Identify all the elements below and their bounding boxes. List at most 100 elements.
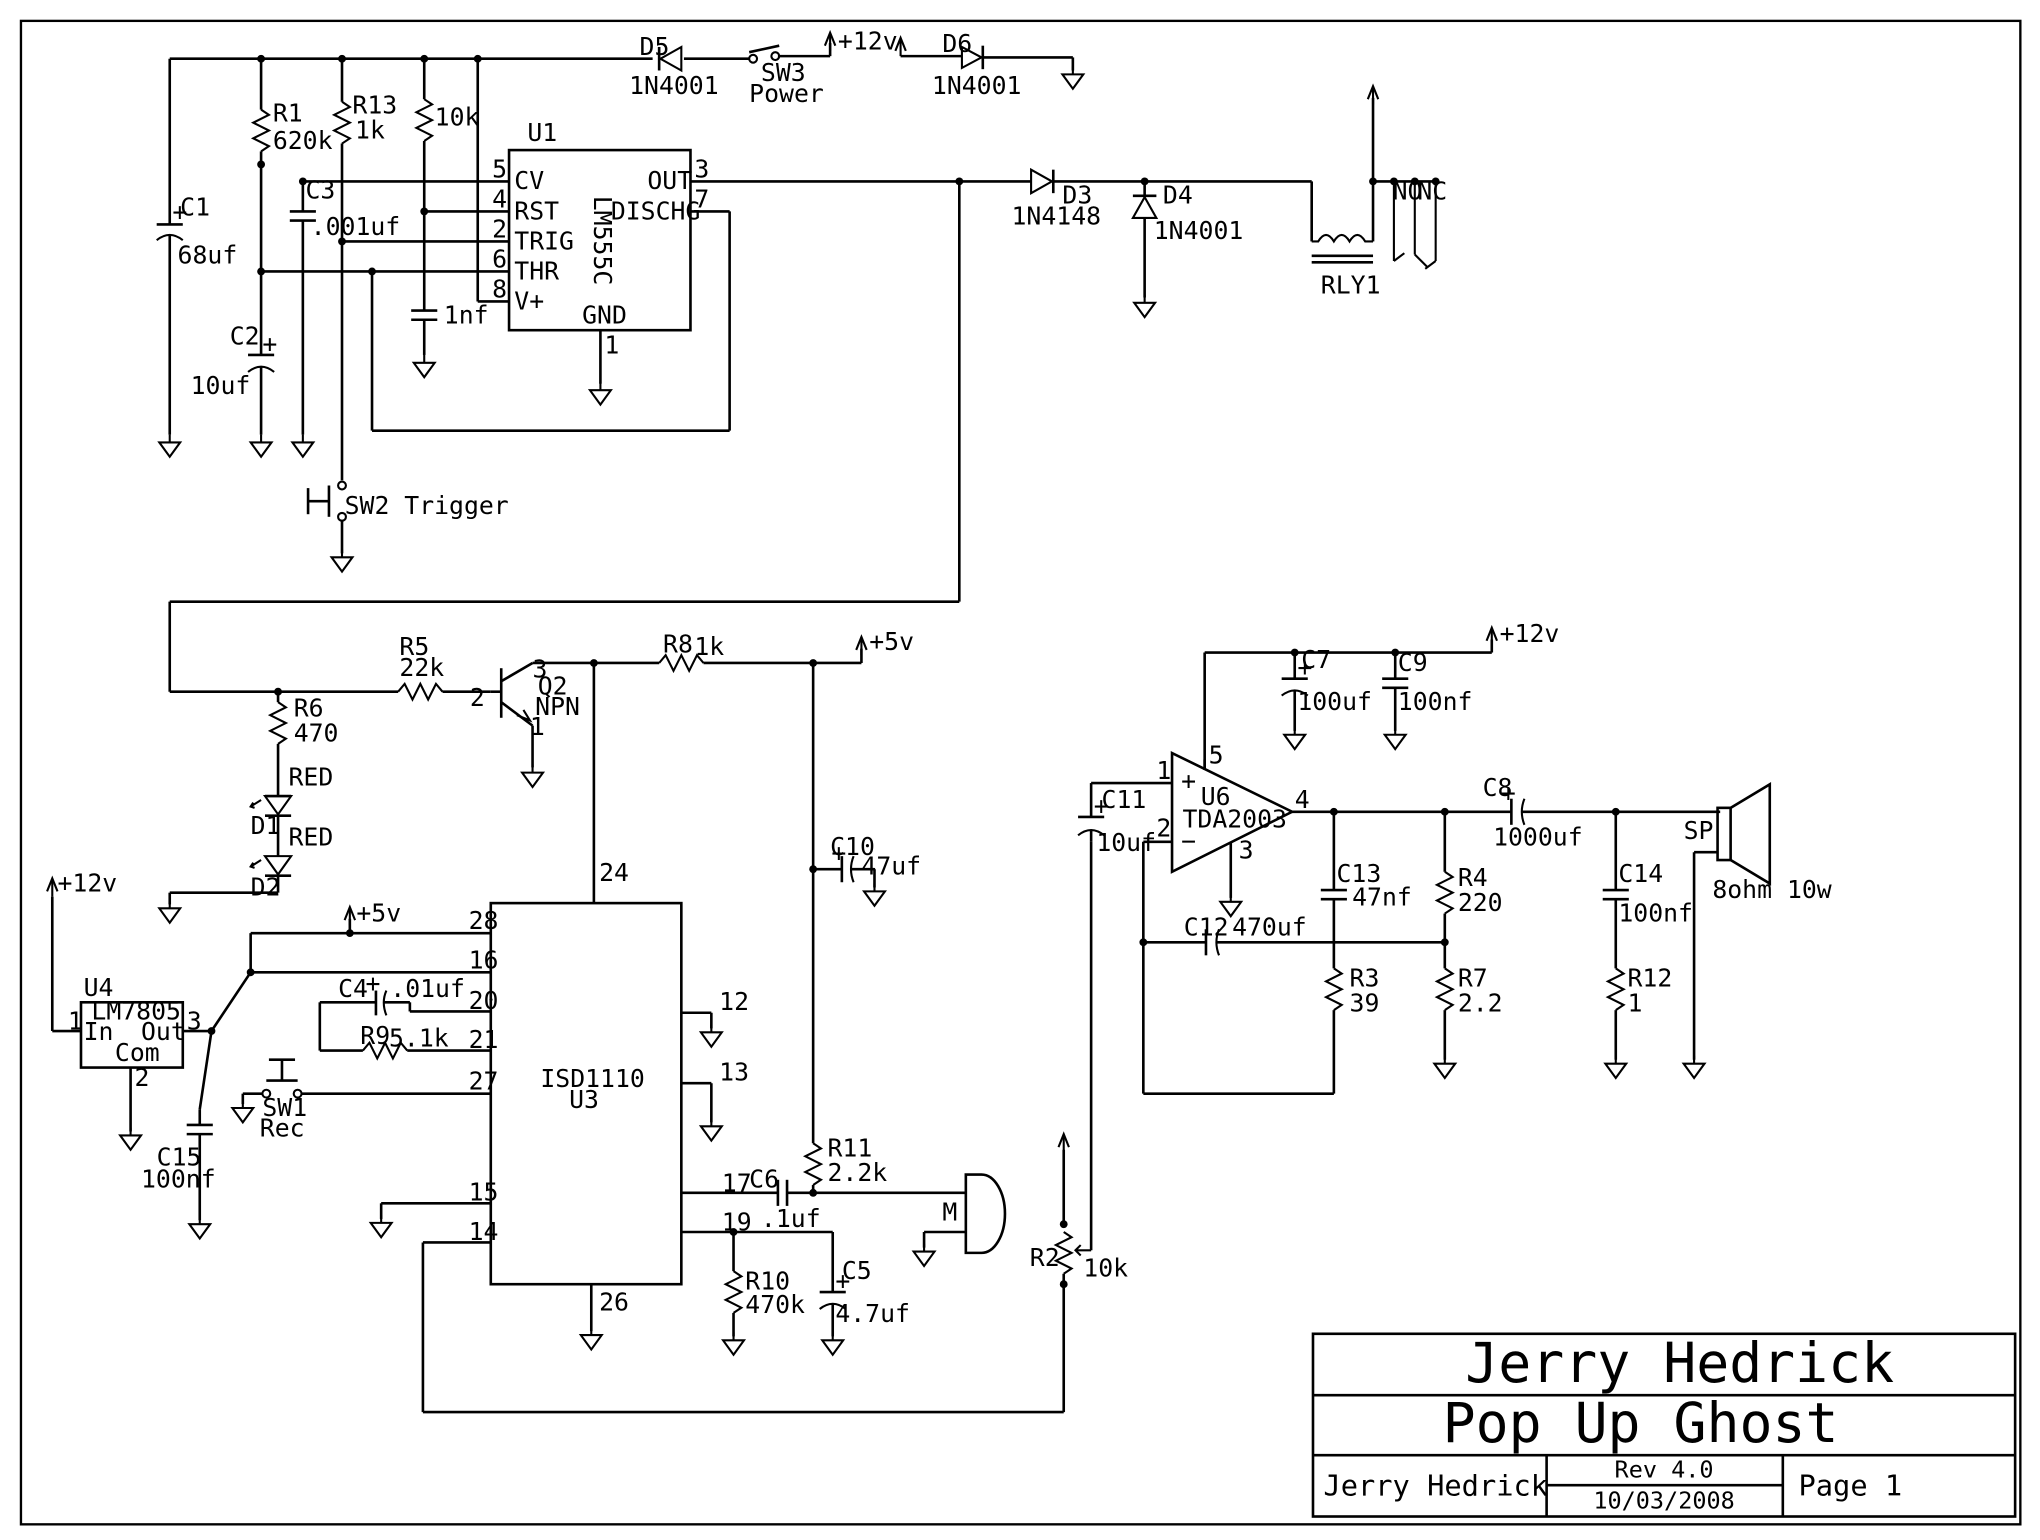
c3-ref: C3	[305, 175, 335, 204]
u6-minus: −	[1181, 827, 1196, 856]
c1-ref: C1	[180, 192, 210, 221]
q2-type: NPN	[535, 692, 580, 721]
u4-pin-com: 2	[135, 1063, 150, 1092]
u6-pin4: 4	[1295, 785, 1310, 814]
c5-plus: +	[835, 1266, 850, 1295]
rly1-ref: RLY1	[1321, 271, 1381, 300]
ic-u1-lm555c: U1 CV RST TRIG THR V+ OUT DISCHG GND LM5…	[492, 118, 709, 406]
resistor-r8: +5v R8 1k	[589, 627, 914, 674]
c4-value: .01uf	[390, 974, 465, 1003]
diode-d5: D5 1N4001	[629, 32, 719, 100]
c13-value: 47nf	[1352, 883, 1412, 912]
page-border	[19, 19, 2022, 1526]
amplifier-u6: + − U6 TDA2003 1 2 3 4 5	[1156, 740, 1310, 918]
u4-in: In	[84, 1017, 114, 1046]
capacitor-c14: C14 100nf	[1602, 811, 1693, 969]
resistor-r6: R6 470	[267, 691, 338, 797]
rly1-nc: NC	[1417, 177, 1447, 206]
c7-value: 100uf	[1297, 687, 1372, 716]
title-block-rev: Rev 4.0	[1615, 1455, 1714, 1483]
capacitor-c5: + C5 4.7uf	[819, 1232, 910, 1356]
u3-pin-20: 20	[469, 986, 499, 1015]
r13-ref: R13	[352, 91, 397, 120]
d3-part: 1N4148	[1012, 201, 1102, 230]
c14-ref: C14	[1618, 859, 1663, 888]
capacitor-c4: + C4 .01uf	[319, 969, 491, 1016]
u1-pin-gnd: GND	[582, 301, 627, 330]
resistor-r1: R1 620k	[250, 58, 333, 355]
u1-pin-vplus: V+	[514, 286, 544, 315]
resistor-r10: R10 470k	[722, 1232, 805, 1356]
capacitor-c11: + C11 10uf	[1077, 781, 1173, 857]
diode-d4: D4 1N4001	[1131, 181, 1243, 319]
c8-ref: C8	[1483, 773, 1513, 802]
title-block-drawn-by: Jerry Hedrick	[1323, 1469, 1548, 1503]
title-block-title: Pop Up Ghost	[1443, 1391, 1839, 1455]
resistor-r9: R9 5.1k	[319, 1021, 491, 1061]
capacitor-c9: C9 100nf	[1382, 648, 1472, 751]
r12-ref: R12	[1628, 964, 1673, 993]
led-d1: RED D1	[249, 763, 333, 857]
u1-pinnum-gnd: 1	[604, 331, 619, 360]
d2-ref: D2	[251, 872, 281, 901]
r8-value: 1k	[694, 632, 724, 661]
resistor-r3: R3 39	[1323, 964, 1380, 1094]
r3-value: 39	[1350, 988, 1380, 1017]
r8-ref: R8	[663, 630, 693, 659]
u1-pinnum-rst: 4	[492, 185, 507, 214]
r7-value: 2.2	[1458, 988, 1503, 1017]
resistor-r5: R5 22k	[397, 632, 491, 702]
title-block-author: Jerry Hedrick	[1465, 1331, 1894, 1395]
u1-pinnum-thr: 6	[492, 245, 507, 274]
sw3-ref: SW3	[761, 58, 806, 87]
u6-pin1: 1	[1156, 756, 1171, 785]
c4-ref: C4	[338, 974, 368, 1003]
c4-plus: +	[366, 969, 381, 998]
c15-ref: C15	[157, 1142, 202, 1171]
capacitor-c6: C6 .1uf	[681, 1165, 966, 1233]
u1-pin-dischg: DISCHG	[611, 196, 701, 225]
d2-color: RED	[289, 823, 334, 852]
u4-part: LM7805	[91, 996, 181, 1025]
u1-pin-rst: RST	[514, 196, 559, 225]
c11-ref: C11	[1102, 785, 1147, 814]
capacitor-c8: + C8 1000uf	[1483, 773, 1721, 852]
title-block: Jerry Hedrick Pop Up Ghost Jerry Hedrick…	[1311, 1331, 2017, 1518]
u3-pin-15: 15	[469, 1178, 499, 1207]
c10-value: 47uf	[861, 851, 921, 880]
led-d2: RED D2	[158, 823, 334, 924]
c1-value: 68uf	[178, 241, 238, 270]
microphone-m: M	[912, 1173, 1007, 1267]
q2-pin-e: 1	[530, 712, 545, 741]
c12-value: 470uf	[1232, 913, 1307, 942]
r1-ref: R1	[273, 98, 303, 127]
switch-sw3: SW3 Power	[748, 44, 824, 108]
c5-ref: C5	[842, 1256, 872, 1285]
u1-pinnum-dischg: 7	[694, 185, 709, 214]
recorder-section: +12v U4 LM7805 In Out Com 1 3 2 +5v	[46, 832, 1128, 1414]
u3-part: ISD1110	[540, 1064, 644, 1093]
power-12v-left-label: +12v	[58, 868, 118, 897]
u4-ref: U4	[84, 973, 114, 1002]
r13-value: 1k	[355, 115, 385, 144]
r11-ref: R11	[828, 1133, 873, 1162]
capacitor-c3: C3 .001uf	[289, 175, 400, 458]
sw3-name: Power	[749, 79, 824, 108]
potentiometer-r2: R2 10k	[1030, 841, 1128, 1289]
power-12v-top: +12v	[823, 27, 962, 58]
speaker-sp: SP 8ohm 10w	[1682, 782, 1832, 1080]
sp-ref: SP	[1684, 816, 1714, 845]
c6-value: .1uf	[761, 1204, 821, 1233]
d1-ref: D1	[251, 811, 281, 840]
u1-pinnum-trig: 2	[492, 215, 507, 244]
c10-plus: +	[831, 838, 846, 867]
r4-ref: R4	[1458, 863, 1488, 892]
switch-sw1: SW1 Rec	[231, 1058, 491, 1143]
diode-d3: D3 1N4148	[1012, 167, 1312, 230]
u4-pin-in: 1	[68, 1007, 83, 1036]
resistor-r13: R13 1k	[331, 58, 397, 481]
u4-com: Com	[115, 1038, 160, 1067]
d6-ref: D6	[942, 29, 972, 58]
u3-ref: U3	[569, 1085, 599, 1114]
